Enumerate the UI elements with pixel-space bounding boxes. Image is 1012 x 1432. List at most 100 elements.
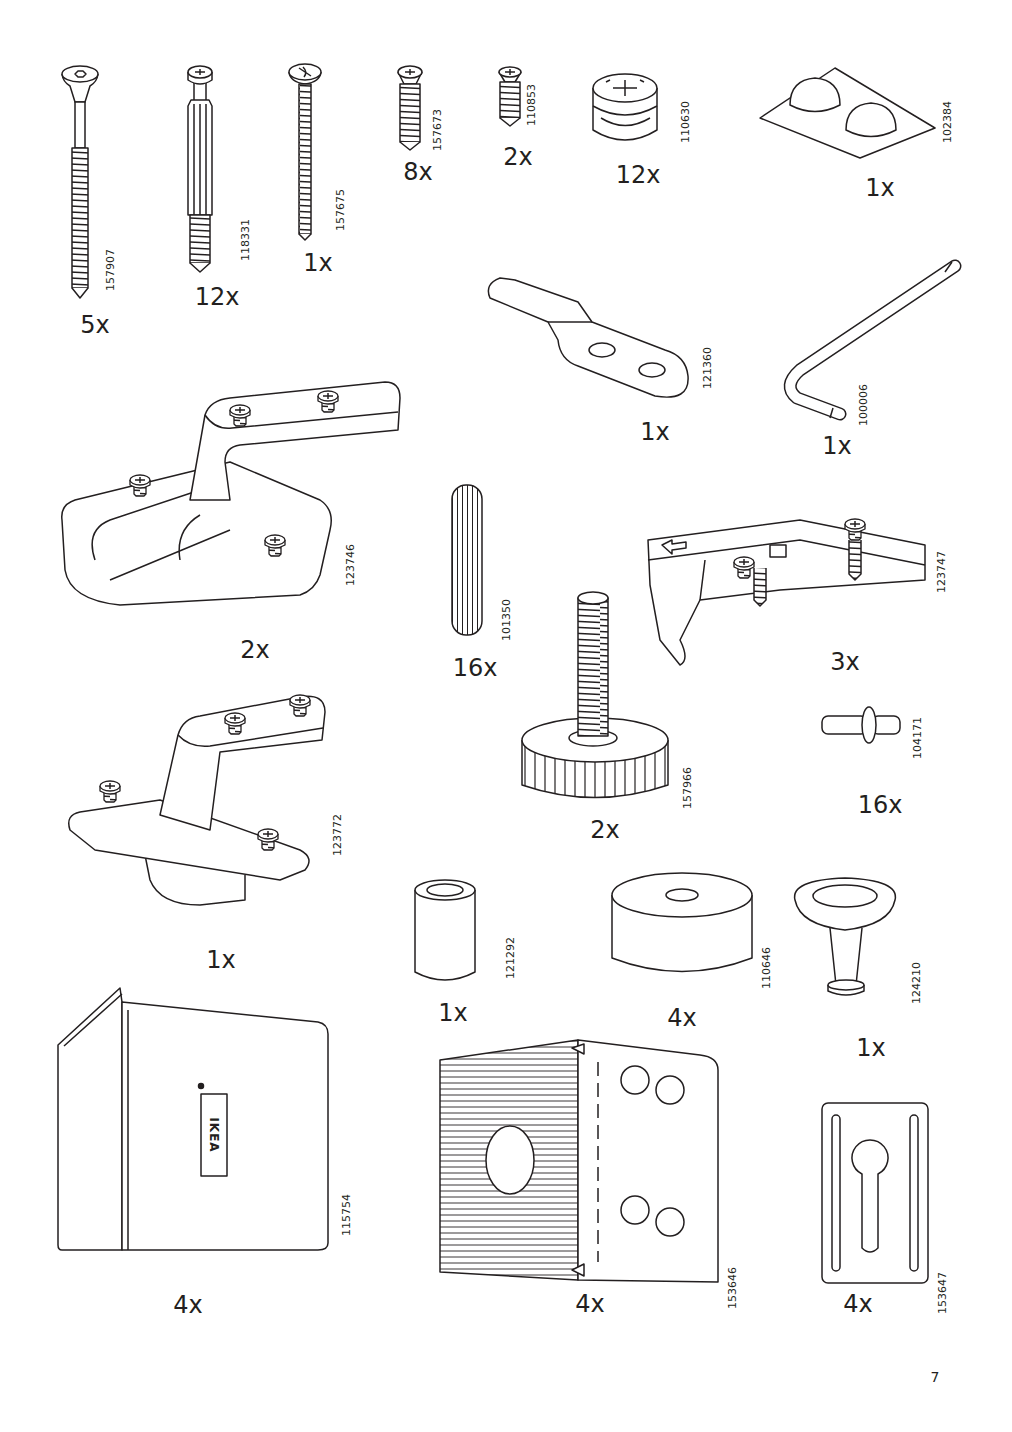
cam-dowel-part — [194, 104, 206, 215]
quantity: 16x — [858, 793, 903, 817]
part-number: 121292 — [505, 937, 516, 979]
part-number: 110646 — [761, 947, 772, 989]
levelling-foot-part — [578, 592, 608, 604]
quantity: 2x — [503, 145, 532, 169]
wooden-dowel — [452, 485, 482, 635]
mounting-plate-part — [662, 540, 686, 554]
quantity: 1x — [822, 434, 851, 458]
pad-sheet-part — [790, 78, 840, 112]
short-screw-part — [500, 82, 520, 118]
part-number: 123772 — [332, 814, 343, 856]
page-number: 7 — [931, 1370, 940, 1384]
spacer-part — [415, 890, 475, 980]
corner-bracket-part — [64, 994, 128, 1250]
part-number: 110853 — [526, 84, 537, 126]
part-number: 102384 — [942, 101, 953, 143]
cam-dowel — [188, 66, 212, 272]
part-number: 110630 — [680, 101, 691, 143]
cam-dowel-part — [188, 66, 212, 78]
corner-bracket — [58, 988, 328, 1250]
keyhole-plate-part — [832, 1115, 840, 1271]
short-screw-part — [405, 69, 415, 75]
quantity: 4x — [843, 1292, 872, 1316]
quantity: 2x — [240, 638, 269, 662]
spacer-part — [415, 880, 475, 900]
angle-bracket-part — [656, 1208, 684, 1236]
countersunk-screw-part — [72, 148, 88, 288]
mounting-plate-part — [734, 557, 754, 578]
brand-logo: IKEA — [208, 1117, 220, 1152]
hinge-part — [318, 391, 338, 412]
machine-screw-part — [299, 234, 311, 240]
hinge-part — [265, 535, 285, 556]
angle-bracket — [440, 1040, 718, 1282]
mounting-plate-part — [845, 519, 865, 540]
pad-sheet — [760, 68, 935, 158]
quantity: 1x — [865, 176, 894, 200]
keyhole-plate-part — [852, 1140, 888, 1252]
part-number: 123746 — [345, 544, 356, 586]
quantity: 12x — [616, 163, 661, 187]
cam-lock-part — [593, 74, 657, 102]
part-number: 157675 — [335, 189, 346, 231]
disc-spacer-part — [612, 873, 752, 917]
connector-plate — [488, 278, 688, 397]
hinge-part — [100, 781, 120, 802]
angle-bracket-part — [572, 1044, 584, 1276]
hinge-part — [92, 490, 230, 580]
short-screw-part — [500, 118, 520, 126]
short-screw-part — [505, 69, 515, 75]
connector-plate-part — [548, 321, 592, 323]
angle-bracket-part — [578, 1040, 718, 1282]
part-number: 153646 — [727, 1267, 738, 1309]
quantity: 3x — [830, 650, 859, 674]
knob-part — [830, 928, 862, 985]
short-screw-part — [400, 142, 420, 150]
countersunk-screw-part — [62, 66, 98, 82]
wooden-dowel-part — [452, 485, 482, 635]
quantity: 4x — [667, 1006, 696, 1030]
connector-plate-part — [488, 278, 688, 397]
knob-part — [813, 885, 877, 907]
mounting-plate-part — [648, 540, 925, 600]
part-number: 157673 — [432, 109, 443, 151]
allen-key-part — [790, 266, 955, 414]
hinge-part — [225, 713, 245, 734]
quantity: 16x — [453, 656, 498, 680]
countersunk-screw-part — [75, 71, 86, 77]
disc-spacer — [612, 873, 752, 972]
spacer — [415, 880, 475, 980]
short-screw-part — [499, 67, 521, 77]
quantity: 2x — [590, 818, 619, 842]
levelling-foot — [522, 592, 668, 798]
quantity: 12x — [195, 285, 240, 309]
hinge — [69, 695, 325, 905]
pad-sheet-part — [760, 68, 935, 158]
quantity: 1x — [640, 420, 669, 444]
cam-lock-part — [593, 106, 657, 126]
quantity: 8x — [403, 160, 432, 184]
angle-bracket-part — [440, 1040, 578, 1280]
hinge-part — [190, 382, 400, 500]
part-number: 101350 — [501, 599, 512, 641]
mounting-plate-part — [648, 520, 925, 665]
mounting-plate-part — [770, 545, 786, 557]
connector-plate-part — [639, 363, 665, 377]
levelling-foot-part — [578, 598, 608, 736]
hinge — [62, 382, 400, 605]
quantity: 5x — [80, 313, 109, 337]
knob-part — [795, 878, 896, 930]
part-number: 157907 — [105, 249, 116, 291]
part-number: 123747 — [936, 551, 947, 593]
keyhole-plate-part — [910, 1115, 918, 1271]
short-screw — [398, 66, 422, 150]
machine-screw-part — [299, 67, 311, 77]
hinge-part — [258, 829, 278, 850]
countersunk-screw-part — [72, 288, 88, 298]
quantity: 1x — [856, 1036, 885, 1060]
angle-bracket-part — [597, 1062, 599, 1262]
part-number: 115754 — [341, 1194, 352, 1236]
machine-screw-part — [299, 84, 311, 234]
knob — [795, 878, 896, 995]
